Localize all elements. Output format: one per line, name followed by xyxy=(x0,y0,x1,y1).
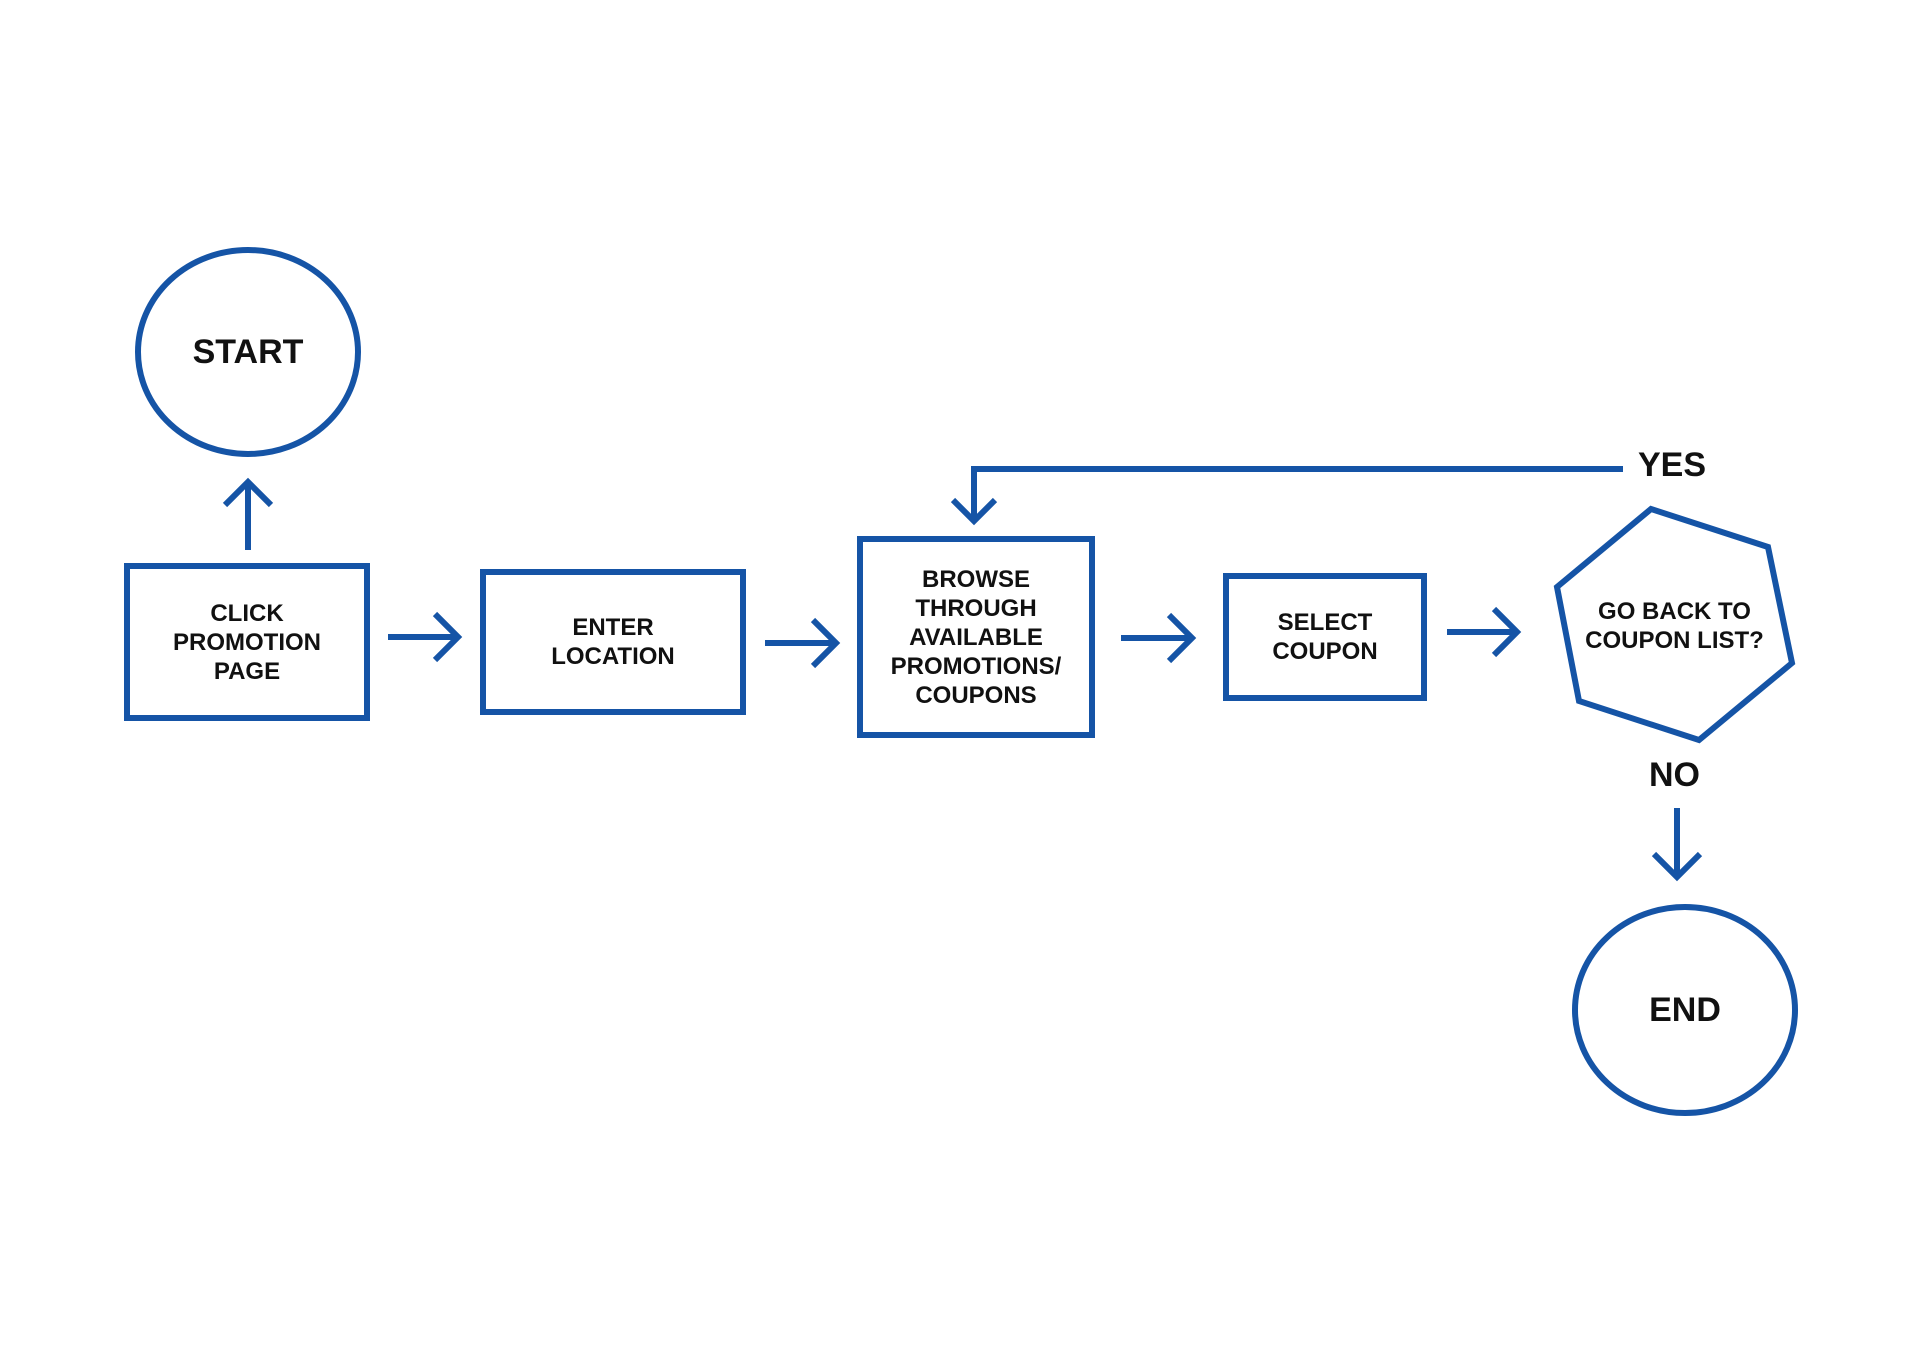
start-node-shape xyxy=(135,247,361,457)
arrow-select-coupon-to-decision xyxy=(1447,606,1522,658)
select-coupon-node-shape xyxy=(1223,573,1427,701)
browse-promotions-node-label: BROWSE THROUGH AVAILABLE PROMOTIONS/ COU… xyxy=(890,565,1062,709)
enter-location-node-shape xyxy=(480,569,746,715)
arrow-click-to-enter-location xyxy=(388,611,463,663)
arrow-enter-location-to-browse xyxy=(765,617,841,669)
click-promotion-page-node-shape xyxy=(124,563,370,721)
go-back-decision-node-shape xyxy=(1553,505,1796,744)
select-coupon-node-label: SELECT COUPON xyxy=(1272,609,1378,665)
arrow-yes-loop-to-browse xyxy=(950,466,1623,526)
browse-promotions-node-shape xyxy=(857,536,1095,738)
go-back-decision-node-label: GO BACK TO COUPON LIST? xyxy=(1585,598,1764,654)
click-promotion-page-node-label: CLICK PROMOTION PAGE xyxy=(173,599,321,685)
no-edge-label: NO xyxy=(1649,756,1700,794)
end-node-label: END xyxy=(1649,991,1721,1029)
enter-location-node-label: ENTER LOCATION xyxy=(551,614,675,670)
end-node-shape xyxy=(1572,904,1798,1116)
arrow-click-to-start xyxy=(222,477,274,550)
arrow-no-to-end xyxy=(1651,808,1703,882)
yes-edge-label: YES xyxy=(1638,446,1707,484)
arrow-browse-to-select-coupon xyxy=(1121,612,1197,664)
start-node-label: START xyxy=(192,333,304,371)
